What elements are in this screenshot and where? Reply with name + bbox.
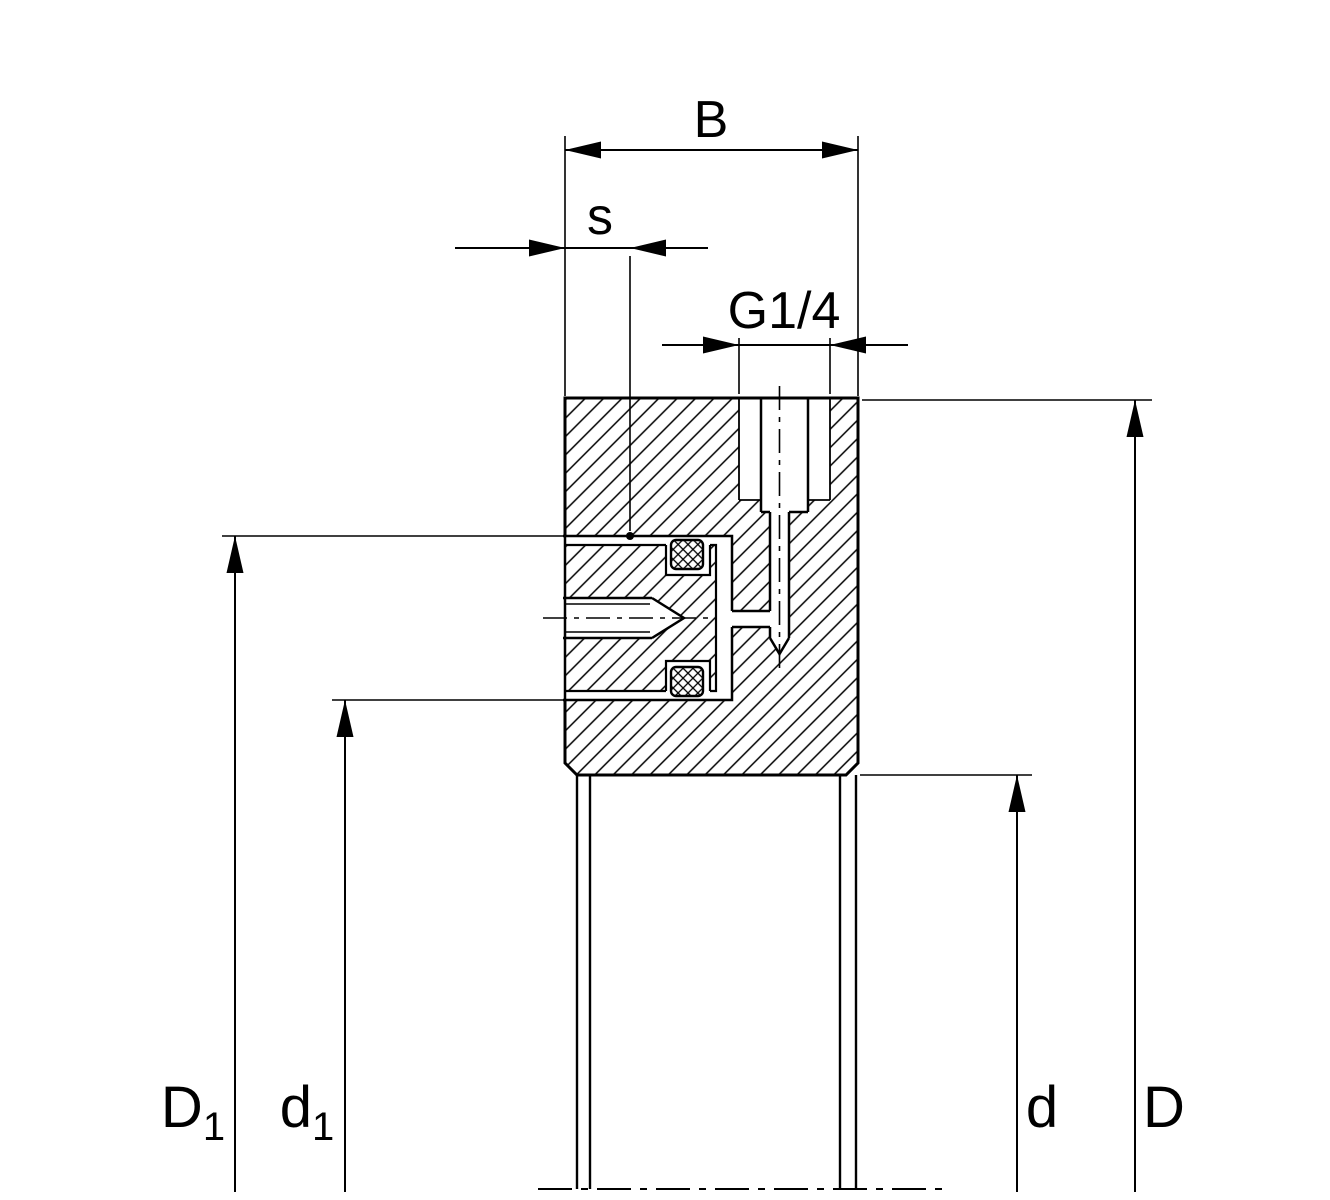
oil-passage-cross-cut — [730, 611, 772, 627]
label-d1-main: d — [280, 1075, 312, 1140]
dimension-D: D — [862, 399, 1185, 1192]
cavity-outline — [563, 534, 734, 702]
port-bore-outline — [759, 399, 810, 514]
dimension-s-reference-dot — [626, 532, 634, 540]
label-D: D — [1143, 1075, 1185, 1140]
oil-passage-vertical-outline — [768, 512, 791, 657]
dimension-D1: D1 — [161, 535, 563, 1192]
dimension-d-arrow — [1008, 775, 1026, 812]
outlines — [563, 396, 860, 777]
port-thread-crest-lines — [738, 399, 831, 501]
label-d: d — [1026, 1075, 1058, 1140]
label-D1-subscript: 1 — [203, 1105, 225, 1149]
piston-outline — [565, 543, 718, 693]
piston-thread-lines — [565, 603, 650, 633]
dimension-D1-arrow — [226, 536, 244, 573]
dimension-d1: d1 — [280, 699, 563, 1192]
dimension-s: s — [455, 188, 708, 540]
seal-top — [669, 538, 705, 571]
bore-lines — [575, 775, 858, 1189]
g14-port-bore-cut — [761, 399, 808, 512]
label-s: s — [587, 188, 613, 246]
dimension-d1-arrow — [336, 700, 354, 737]
piston-thread-hole-cut — [563, 598, 684, 638]
label-D1-main: D — [161, 1075, 203, 1140]
dimension-G14-arrow-right — [830, 336, 866, 354]
label-B: B — [694, 91, 729, 149]
dimension-B-arrow-left — [565, 141, 601, 159]
dimension-D-arrow — [1126, 400, 1144, 437]
centerlines — [538, 386, 948, 1190]
dimension-G14: G1/4 — [662, 282, 908, 394]
dimension-G14-extension-lines — [738, 338, 831, 394]
label-d1-subscript: 1 — [312, 1105, 334, 1149]
dimension-G14-arrow-left — [703, 336, 739, 354]
dimension-B: B — [564, 91, 859, 396]
dimension-B-arrow-right — [822, 141, 858, 159]
dimension-d: d — [860, 774, 1058, 1192]
label-D1: D1 — [161, 1075, 225, 1149]
label-d1: d1 — [280, 1075, 335, 1149]
dimension-s-arrow-right — [630, 239, 666, 257]
label-G14: G1/4 — [728, 282, 841, 340]
oil-passage-cross-outline — [732, 609, 770, 629]
dimension-B-extension-lines — [564, 136, 859, 396]
seal-bottom — [669, 665, 705, 698]
dimension-s-arrow-left — [529, 239, 565, 257]
